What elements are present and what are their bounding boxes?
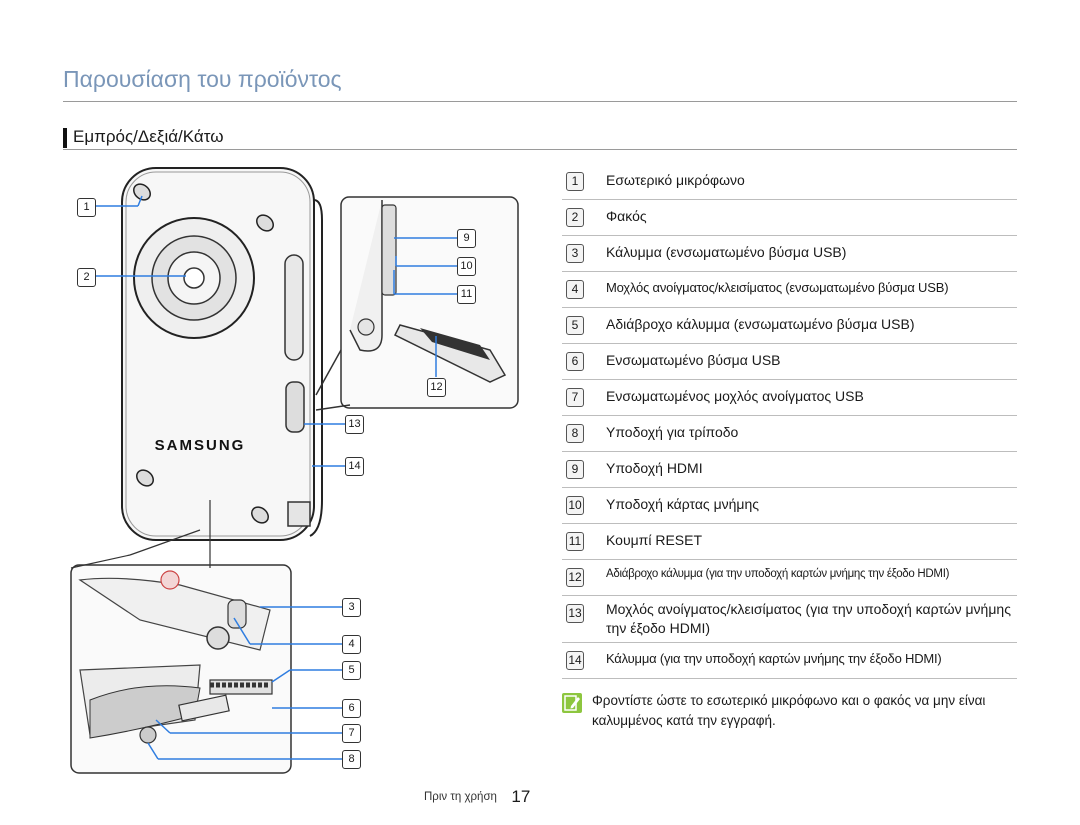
legend-number: 13 [566, 604, 584, 623]
legend-label: Κουμπί RESET [606, 532, 703, 548]
legend-number: 5 [566, 316, 584, 335]
note-pencil-icon [562, 693, 582, 713]
callout-6: 6 [342, 699, 361, 718]
legend-number: 1 [566, 172, 584, 191]
legend-number: 12 [566, 568, 584, 587]
legend-item: 7 Ενσωματωμένος μοχλός ανοίγματος USB [562, 380, 1017, 416]
legend-label: Αδιάβροχο κάλυμμα (για την υποδοχή καρτώ… [606, 568, 950, 580]
legend-label: Αδιάβροχο κάλυμμα (ενσωματωμένο βύσμα US… [606, 316, 915, 332]
legend-item: 11 Κουμπί RESET [562, 524, 1017, 560]
callout-12: 12 [427, 378, 446, 397]
callout-13: 13 [345, 415, 364, 434]
legend-label: Κάλυμμα (ενσωματωμένο βύσμα USB) [606, 244, 847, 260]
legend-item: 2 Φακός [562, 200, 1017, 236]
legend-item: 1 Εσωτερικό μικρόφωνο [562, 164, 1017, 200]
callout-8: 8 [342, 750, 361, 769]
footer-label: Πριν τη χρήση [424, 791, 497, 803]
legend-number: 8 [566, 424, 584, 443]
camcorder-illustration: SAMSUNG [70, 167, 519, 774]
legend-item: 9 Υποδοχή HDMI [562, 452, 1017, 488]
page-footer: Πριν τη χρήση 17 [424, 787, 530, 809]
legend-item: 5 Αδιάβροχο κάλυμμα (ενσωματωμένο βύσμα … [562, 308, 1017, 344]
callout-2: 2 [77, 268, 96, 287]
callout-11: 11 [457, 285, 476, 304]
callout-5: 5 [342, 661, 361, 680]
legend-number: 9 [566, 460, 584, 479]
parts-legend: 1 Εσωτερικό μικρόφωνο 2 Φακός 3 Κάλυμμα … [562, 164, 1017, 679]
legend-label: Υποδοχή για τρίποδο [606, 424, 739, 440]
legend-item: 6 Ενσωματωμένο βύσμα USB [562, 344, 1017, 380]
callout-7: 7 [342, 724, 361, 743]
legend-item: 13 Μοχλός ανοίγματος/κλεισίματος (για τη… [562, 596, 1017, 643]
callout-3: 3 [342, 598, 361, 617]
legend-label: Ενσωματωμένος μοχλός ανοίγματος USB [606, 388, 864, 404]
product-figure: SAMSUNG [60, 160, 540, 780]
legend-label: Υποδοχή κάρτας μνήμης [606, 496, 760, 512]
note-text: Φροντίστε ώστε το εσωτερικό μικρόφωνο κα… [592, 693, 986, 728]
legend-label: Φακός [606, 208, 647, 224]
legend-label: Μοχλός ανοίγματος/κλεισίματος (ενσωματωμ… [606, 280, 949, 295]
brand-logo: SAMSUNG [155, 437, 246, 454]
title-divider [63, 101, 1017, 102]
callout-10: 10 [457, 257, 476, 276]
legend-number: 11 [566, 532, 584, 551]
legend-item: 4 Μοχλός ανοίγματος/κλεισίματος (ενσωματ… [562, 272, 1017, 308]
section-title: Εμπρός/Δεξιά/Κάτω [73, 127, 224, 146]
callout-14: 14 [345, 457, 364, 476]
page-number: 17 [511, 787, 531, 806]
legend-label: Ενσωματωμένο βύσμα USB [606, 352, 781, 368]
callout-9: 9 [457, 229, 476, 248]
section-marker [63, 128, 67, 148]
legend-number: 10 [566, 496, 584, 515]
legend-number: 2 [566, 208, 584, 227]
callout-4: 4 [342, 635, 361, 654]
legend-item: 10 Υποδοχή κάρτας μνήμης [562, 488, 1017, 524]
callout-1: 1 [77, 198, 96, 217]
legend-item: 3 Κάλυμμα (ενσωματωμένο βύσμα USB) [562, 236, 1017, 272]
legend-number: 3 [566, 244, 584, 263]
legend-label: Κάλυμμα (για την υποδοχή καρτών μνήμης τ… [606, 651, 942, 666]
legend-item: 12 Αδιάβροχο κάλυμμα (για την υποδοχή κα… [562, 560, 1017, 596]
legend-label: Εσωτερικό μικρόφωνο [606, 172, 745, 188]
legend-item: 14 Κάλυμμα (για την υποδοχή καρτών μνήμη… [562, 643, 1017, 679]
legend-number: 4 [566, 280, 584, 299]
legend-label: Υποδοχή HDMI [606, 460, 703, 476]
section-divider [63, 149, 1017, 150]
page-title: Παρουσίαση του προϊόντος [63, 66, 342, 92]
legend-number: 14 [566, 651, 584, 670]
legend-label: Μοχλός ανοίγματος/κλεισίματος (για την υ… [606, 601, 1011, 636]
legend-number: 7 [566, 388, 584, 407]
legend-number: 6 [566, 352, 584, 371]
legend-item: 8 Υποδοχή για τρίποδο [562, 416, 1017, 452]
